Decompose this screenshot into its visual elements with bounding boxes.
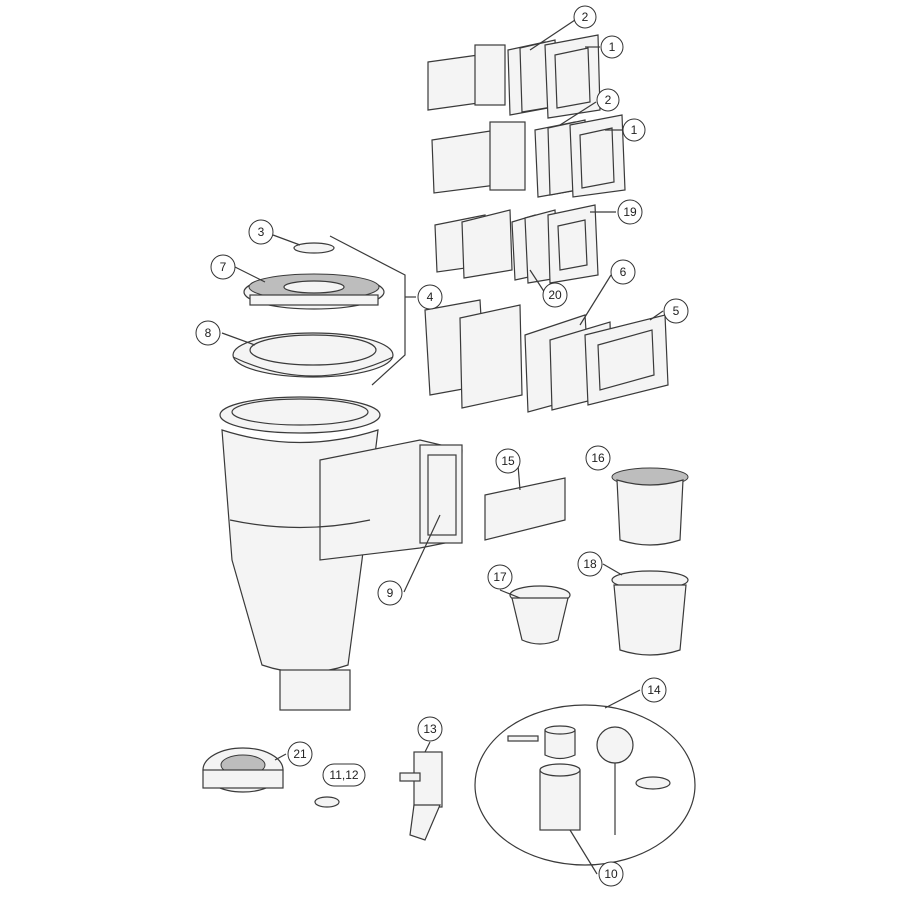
bracket-4	[329, 235, 406, 386]
svg-text:1: 1	[631, 123, 638, 137]
callout-20: 20	[542, 282, 568, 308]
callout-14: 14	[641, 677, 667, 703]
skimmer-body	[219, 396, 463, 711]
svg-text:7: 7	[220, 260, 227, 274]
callout-15: 15	[495, 448, 521, 474]
part-13	[399, 751, 443, 841]
callout-11-12: 11,12	[322, 763, 366, 787]
svg-text:6: 6	[620, 265, 627, 279]
svg-text:18: 18	[583, 557, 597, 571]
callout-19: 19	[617, 199, 643, 225]
callout-5: 5	[663, 298, 689, 324]
part-14-kit	[474, 704, 696, 866]
skimmer-collar	[232, 332, 394, 378]
svg-text:11,12: 11,12	[329, 768, 358, 782]
svg-text:14: 14	[647, 683, 661, 697]
faceplate-assembly-1	[427, 34, 601, 119]
callout-10: 10	[598, 861, 624, 887]
svg-text:19: 19	[623, 205, 637, 219]
callout-9: 9	[377, 580, 403, 606]
callout-3: 3	[248, 219, 274, 245]
faceplate-assembly-2	[431, 114, 626, 198]
svg-text:17: 17	[493, 570, 507, 584]
svg-text:1: 1	[609, 40, 616, 54]
basket-18	[611, 570, 689, 656]
callout-17: 17	[487, 564, 513, 590]
svg-text:15: 15	[501, 454, 515, 468]
callout-1-second: 1	[622, 118, 646, 142]
svg-text:13: 13	[423, 722, 437, 736]
svg-text:8: 8	[205, 326, 212, 340]
part-21	[202, 747, 284, 793]
svg-text:16: 16	[591, 451, 605, 465]
svg-text:21: 21	[293, 747, 307, 761]
svg-text:9: 9	[387, 586, 394, 600]
callout-2-top: 2	[573, 5, 597, 29]
svg-text:2: 2	[605, 93, 612, 107]
svg-text:5: 5	[673, 304, 680, 318]
leader-lines	[221, 19, 664, 875]
callout-2-second: 2	[596, 88, 620, 112]
callout-18: 18	[577, 551, 603, 577]
callout-6: 6	[610, 259, 636, 285]
part-11-12	[314, 796, 340, 808]
skimmer-lid	[243, 242, 385, 310]
wide-mouth-faceplate-assembly	[424, 299, 669, 413]
svg-text:4: 4	[427, 290, 434, 304]
faceplate-assembly-3	[434, 204, 599, 284]
callout-21: 21	[287, 741, 313, 767]
callout-16: 16	[585, 445, 611, 471]
callout-13: 13	[417, 716, 443, 742]
callout-7: 7	[210, 254, 236, 280]
callout-4: 4	[417, 284, 443, 310]
weir-part	[484, 477, 566, 541]
callout-1-top: 1	[600, 35, 624, 59]
svg-text:3: 3	[258, 225, 265, 239]
callout-8: 8	[195, 320, 221, 346]
svg-text:20: 20	[548, 288, 562, 302]
basket-16	[611, 467, 689, 546]
svg-text:2: 2	[582, 10, 589, 24]
svg-text:10: 10	[604, 867, 618, 881]
basket-17	[509, 585, 571, 645]
